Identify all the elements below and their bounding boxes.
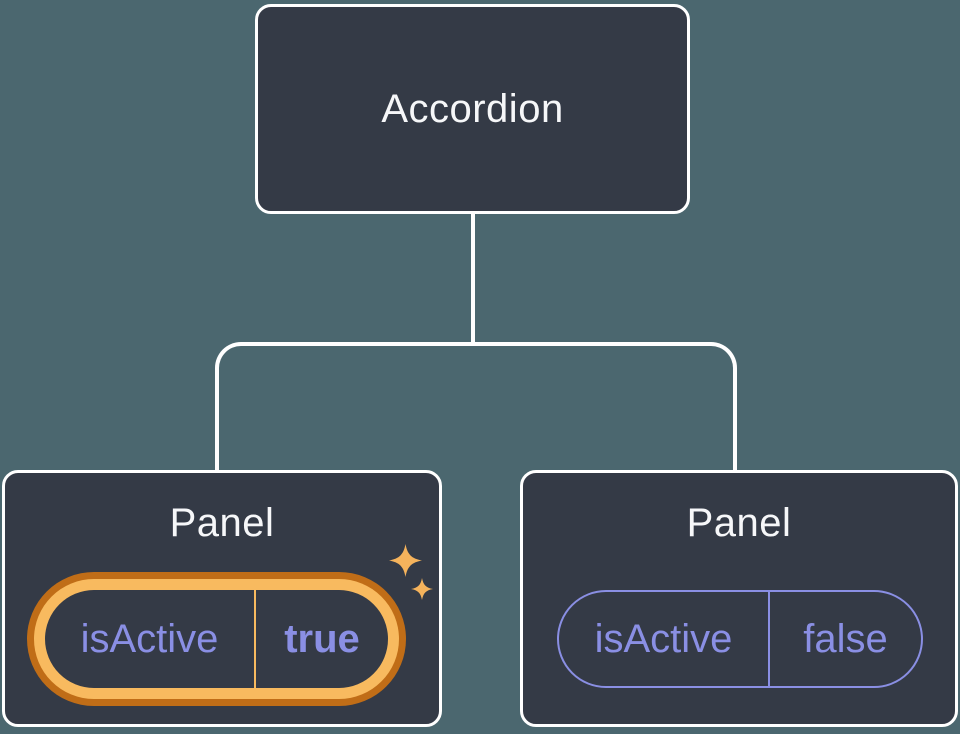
node-accordion: Accordion (255, 4, 690, 214)
connector-root-stem (471, 212, 475, 344)
state-value: true (284, 616, 360, 661)
node-panel-active-label: Panel (169, 501, 275, 545)
connector-branch-bracket (215, 342, 737, 471)
node-panel-active: Panel isActive true (2, 470, 442, 727)
state-key: isActive (80, 616, 219, 661)
state-pill-inactive: isActive false (557, 590, 923, 688)
node-panel-inactive-label: Panel (686, 501, 792, 545)
sparkle-icon-large (389, 544, 422, 577)
state-pill-divider (254, 590, 256, 688)
sparkle-icon-small (411, 578, 433, 600)
state-pill-active: isActive true (45, 590, 388, 688)
state-key: isActive (594, 616, 733, 661)
state-value: false (803, 616, 888, 661)
state-pill-divider (768, 592, 770, 686)
node-accordion-label: Accordion (381, 86, 564, 131)
node-panel-inactive: Panel isActive false (520, 470, 958, 727)
